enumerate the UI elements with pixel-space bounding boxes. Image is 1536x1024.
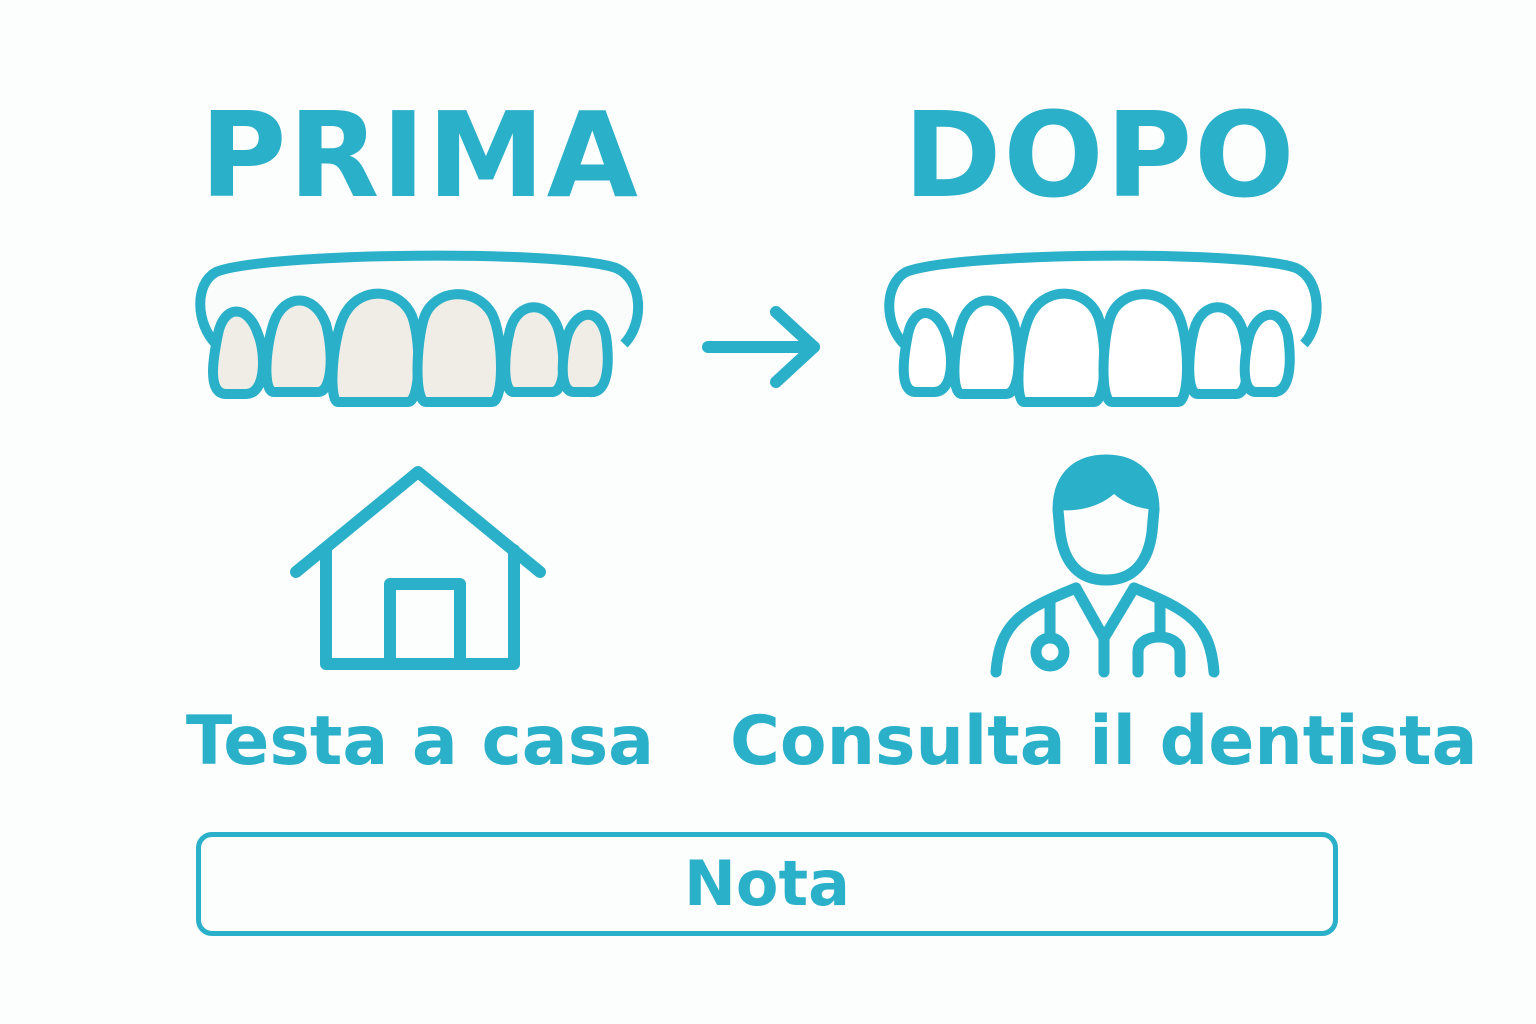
home-test-caption: Testa a casa: [185, 702, 655, 781]
after-title: DOPO: [903, 86, 1297, 224]
arrow-right-icon: [702, 306, 820, 388]
consult-dentist-caption: Consulta il dentista: [730, 702, 1478, 781]
before-title: PRIMA: [200, 86, 640, 224]
teeth-before-icon: [195, 250, 644, 407]
teeth-after-icon: [884, 250, 1322, 407]
doctor-stethoscope-icon: [990, 454, 1220, 678]
note-label: Nota: [684, 847, 850, 920]
house-icon: [290, 466, 546, 670]
note-box: Nota: [196, 832, 1338, 936]
